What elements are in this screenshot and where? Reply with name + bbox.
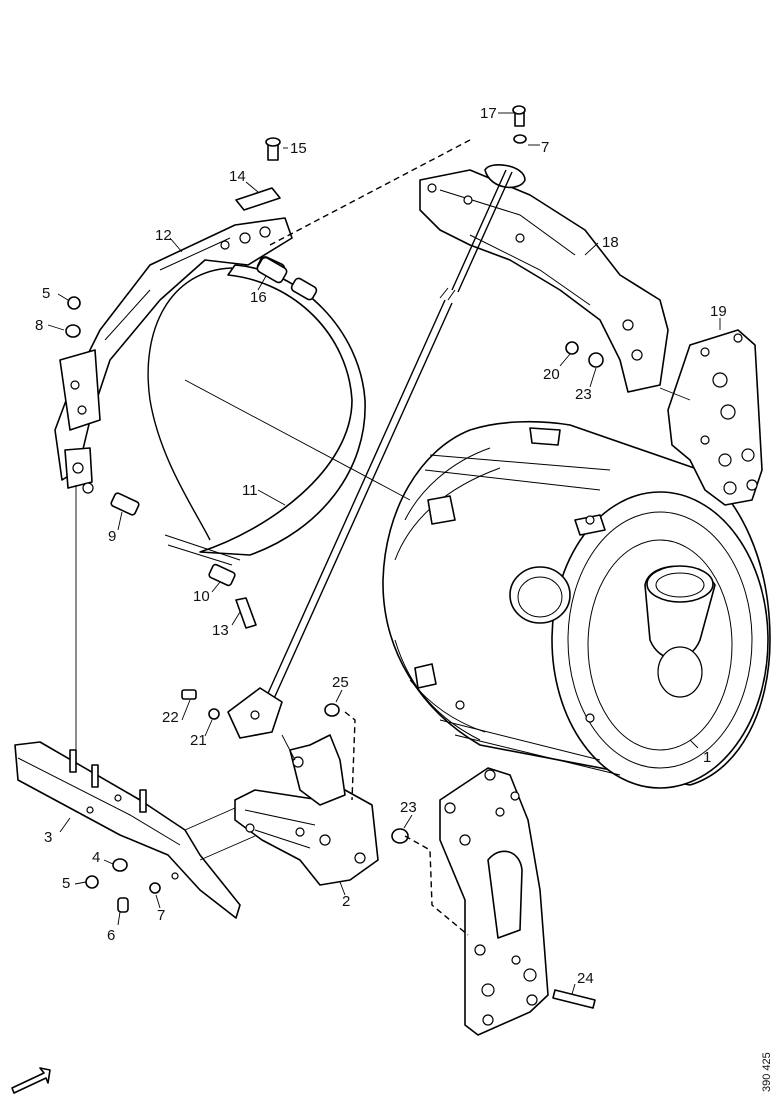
- callout-1: 1: [703, 749, 711, 766]
- assembly-lines: [75, 139, 691, 936]
- callout-23-lower: 23: [400, 799, 417, 816]
- callout-labels: 1 2 3 4 5 5 6 7 7 8 9 10 11 12 13 14 15 …: [35, 105, 727, 987]
- upper-right-bracket: [419, 105, 669, 393]
- small-fasteners: [110, 492, 257, 629]
- lower-bracket: [181, 687, 379, 886]
- callout-9: 9: [108, 528, 116, 545]
- callout-24: 24: [577, 970, 594, 987]
- lower-right-plate: [391, 767, 596, 1036]
- callout-7-lower: 7: [157, 907, 165, 924]
- callout-10: 10: [193, 588, 210, 605]
- mounting-plate-19: [565, 329, 763, 506]
- callout-23-upper: 23: [575, 386, 592, 403]
- callout-15: 15: [290, 140, 307, 157]
- direction-arrow-icon: [11, 1067, 51, 1094]
- callout-8: 8: [35, 317, 43, 334]
- callout-13: 13: [212, 622, 229, 639]
- callout-22: 22: [162, 709, 179, 726]
- muffler-body: [382, 420, 771, 789]
- callout-2: 2: [342, 893, 350, 910]
- callout-17: 17: [480, 105, 497, 122]
- callout-21: 21: [190, 732, 207, 749]
- callout-5-lower: 5: [62, 875, 70, 892]
- reference-number: 390 425: [761, 1052, 773, 1092]
- support-rod: [264, 299, 453, 704]
- callout-12: 12: [155, 227, 172, 244]
- callout-20: 20: [543, 366, 560, 383]
- callout-14: 14: [229, 168, 246, 185]
- callout-7-upper: 7: [541, 139, 549, 156]
- callout-11: 11: [242, 482, 258, 499]
- callout-25: 25: [332, 674, 349, 691]
- callout-16: 16: [250, 289, 267, 306]
- callout-3: 3: [44, 829, 52, 846]
- callout-5-upper: 5: [42, 285, 50, 302]
- callout-4: 4: [92, 849, 100, 866]
- callout-18: 18: [602, 234, 619, 251]
- callout-leaders: [47, 112, 721, 995]
- callout-6: 6: [107, 927, 115, 944]
- upper-bracket: [54, 137, 293, 494]
- callout-19: 19: [710, 303, 727, 320]
